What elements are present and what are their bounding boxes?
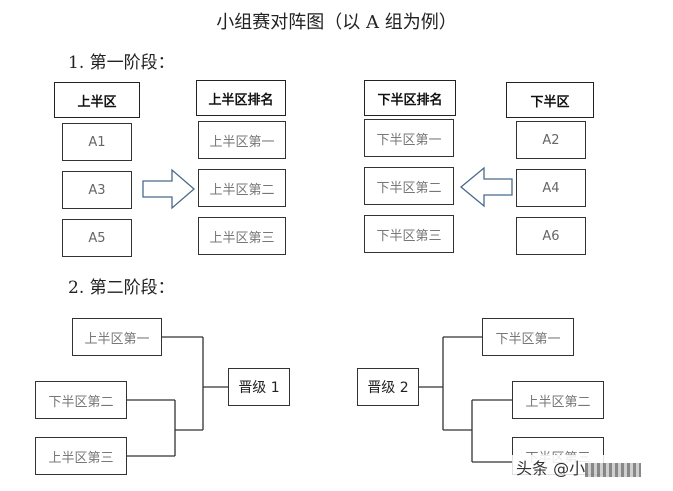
team-a1: A1 [62,123,132,161]
watermark: 头条 @小 [512,455,646,479]
upper-rank-3: 上半区第三 [198,217,286,255]
lower-half-header: 下半区 [506,82,594,118]
upper-rank-1: 上半区第一 [198,121,286,159]
team-a2: A2 [516,121,586,159]
left-arrow-icon [459,166,513,208]
left-bracket-upper-third: 上半区第三 [35,437,127,475]
upper-half-header: 上半区 [54,82,140,118]
right-bracket-lower-first: 下半区第一 [482,318,574,356]
blurred-name [585,462,642,477]
lower-half-rank-header: 下半区排名 [364,80,456,116]
left-winner-advance-1: 晋级 1 [228,368,290,406]
left-bracket-upper-first: 上半区第一 [72,318,162,356]
team-a5: A5 [62,219,132,257]
team-a4: A4 [516,169,586,207]
lower-rank-3: 下半区第三 [364,215,454,253]
right-arrow-icon [142,168,195,210]
stage1-label: 1. 第一阶段： [68,53,175,73]
right-bracket-lines [419,336,512,463]
lower-rank-1: 下半区第一 [364,119,454,157]
watermark-text: 头条 @小 [516,459,586,478]
team-a6: A6 [516,217,586,255]
left-bracket-lower-second: 下半区第二 [35,381,127,419]
upper-half-rank-header: 上半区排名 [196,80,286,116]
lower-rank-2: 下半区第二 [364,167,454,205]
team-a3: A3 [62,171,132,209]
stage2-label: 2. 第二阶段： [68,278,175,298]
upper-rank-2: 上半区第二 [198,169,286,207]
right-winner-advance-2: 晋级 2 [357,368,419,406]
diagram-title: 小组赛对阵图（以 A 组为例） [216,12,457,33]
left-bracket-lines [127,336,228,457]
right-bracket-upper-second: 上半区第二 [512,381,604,419]
